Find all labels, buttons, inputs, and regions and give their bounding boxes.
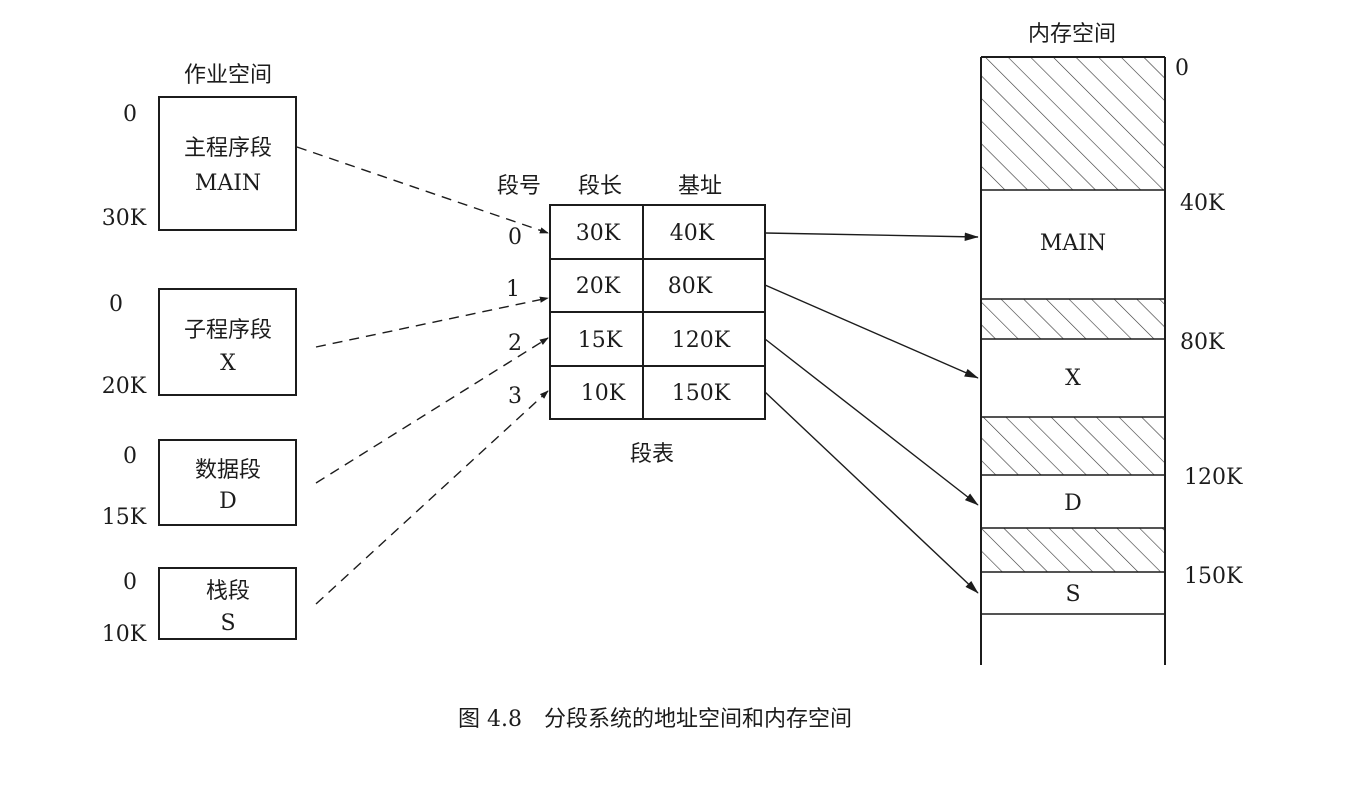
job-segment-main-line2: MAIN	[195, 171, 261, 196]
solid-arrow-d	[764, 338, 979, 506]
memory-block-main	[981, 190, 1165, 299]
job-segment-d-box	[158, 439, 297, 526]
memory-block-free-2	[981, 299, 1165, 339]
job-segment-s: 栈段 S 0 10K	[102, 567, 297, 647]
memory-block-free-4	[981, 528, 1165, 572]
segment-table-row-1-base: 80K	[668, 274, 713, 299]
segment-table-caption: 段表	[630, 442, 674, 467]
job-segment-main-box	[158, 96, 297, 231]
job-segment-x: 子程序段 X 0 20K	[102, 288, 297, 399]
job-space-title: 作业空间	[184, 63, 272, 88]
job-segment-d: 数据段 D 0 15K	[102, 439, 297, 530]
memory-address-80k: 80K	[1180, 330, 1225, 355]
memory-address-0: 0	[1175, 56, 1189, 81]
job-segment-s-line1: 栈段	[206, 579, 250, 604]
dashed-arrow-main	[296, 146, 549, 234]
memory-block-main-label: MAIN	[1040, 231, 1106, 256]
segment-table-header-no: 段号	[497, 174, 541, 199]
job-segment-x-box	[158, 288, 297, 396]
job-segment-x-line2: X	[220, 351, 236, 376]
segment-table-row-2-length: 15K	[578, 328, 623, 353]
memory-block-free-1	[981, 57, 1165, 190]
segment-table-header-base: 基址	[678, 174, 722, 199]
segment-table-row-3-length: 10K	[581, 381, 626, 406]
memory-address-150k: 150K	[1184, 564, 1243, 589]
dashed-arrow-x	[315, 296, 549, 348]
job-segment-x-end: 20K	[102, 374, 147, 399]
segment-table-row-0-no: 0	[508, 225, 522, 250]
solid-arrow-x	[764, 284, 979, 379]
job-segment-d-line2: D	[219, 489, 237, 514]
segment-table-row-2-no: 2	[508, 331, 522, 356]
figure-caption: 图 4.8 分段系统的地址空间和内存空间	[458, 707, 852, 732]
memory-block-x	[981, 339, 1165, 417]
segment-table-row-1-no: 1	[506, 277, 520, 302]
memory-block-d	[981, 475, 1165, 528]
segment-table-row-1-length: 20K	[576, 274, 621, 299]
job-segment-main-line1: 主程序段	[184, 136, 272, 161]
job-segment-main-start: 0	[123, 102, 137, 127]
job-segment-main: 主程序段 MAIN 0 30K	[102, 96, 297, 231]
segment-table-row-3-no: 3	[508, 384, 522, 409]
memory-block-d-label: D	[1064, 491, 1082, 516]
job-segment-s-start: 0	[123, 570, 137, 595]
segment-table-row-3-base: 150K	[672, 381, 731, 406]
dashed-arrow-d	[315, 337, 549, 484]
job-segment-d-end: 15K	[102, 505, 147, 530]
segment-table-header-length: 段长	[578, 174, 622, 199]
memory-space: 内存空间 MAIN X D S 0 40K 80K 120K 150K	[980, 22, 1243, 665]
memory-block-s-label: S	[1065, 582, 1080, 607]
memory-block-x-label: X	[1065, 366, 1081, 391]
memory-space-title: 内存空间	[1028, 22, 1116, 47]
job-segment-x-start: 0	[109, 292, 123, 317]
memory-address-40k: 40K	[1180, 191, 1225, 216]
segment-table-row-0-length: 30K	[576, 221, 621, 246]
job-segment-d-line1: 数据段	[195, 458, 261, 483]
job-segment-x-line1: 子程序段	[184, 318, 272, 343]
dashed-arrow-s	[315, 390, 549, 605]
segment-table: 段号 段长 基址 0 30K 40K 1 20K 80K 2 15K 120K …	[497, 174, 766, 467]
segment-table-row-2-base: 120K	[672, 328, 731, 353]
solid-arrow-s	[764, 391, 979, 594]
job-segment-main-end: 30K	[102, 206, 147, 231]
solid-arrow-main	[764, 232, 979, 241]
memory-block-s	[981, 572, 1165, 614]
job-segment-d-start: 0	[123, 444, 137, 469]
job-segment-s-end: 10K	[102, 622, 147, 647]
memory-address-120k: 120K	[1184, 465, 1243, 490]
memory-block-free-3	[981, 417, 1165, 475]
job-segment-s-line2: S	[220, 611, 235, 636]
segment-table-row-0-base: 40K	[670, 221, 715, 246]
job-segment-s-box	[158, 567, 297, 640]
